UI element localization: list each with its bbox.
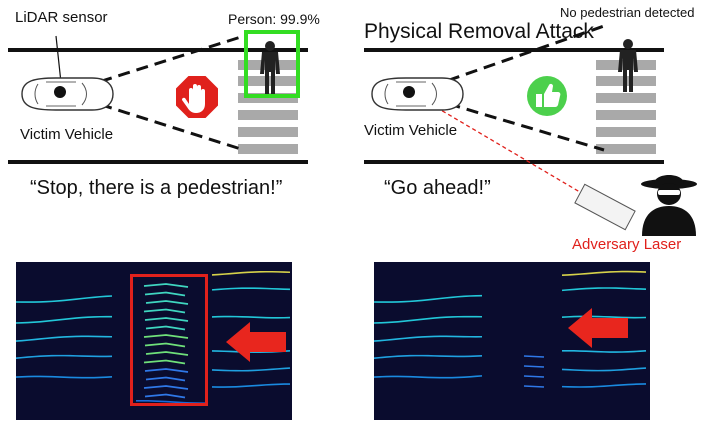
left-vehicle-label: Victim Vehicle	[20, 126, 114, 143]
pedestrian-points-box	[130, 274, 208, 406]
pedestrian-scan-line	[145, 325, 186, 331]
left-caption: “Stop, there is a pedestrian!”	[30, 177, 283, 199]
left-pedestrian-icon	[260, 41, 280, 94]
scan-line	[561, 349, 647, 353]
scan-line	[374, 315, 483, 324]
scan-line	[211, 383, 291, 388]
pedestrian-scan-line	[144, 368, 189, 373]
scan-line	[561, 315, 647, 319]
right-pointcloud-panel	[374, 262, 650, 420]
scan-line	[374, 375, 483, 379]
left-road-top	[8, 48, 308, 52]
scan-line	[561, 270, 647, 276]
right-pedestrian-icon	[618, 39, 638, 92]
left-red-arrow-icon	[226, 322, 286, 362]
pedestrian-scan-line	[143, 385, 189, 390]
pedestrian-scan-line	[143, 334, 189, 339]
left-pointcloud-panel	[16, 262, 292, 420]
scan-line	[211, 270, 291, 276]
scan-line	[211, 367, 291, 372]
pedestrian-scan-line	[144, 291, 186, 297]
pedestrian-scan-line	[143, 359, 186, 365]
scan-line	[374, 294, 483, 303]
right-caption: “Go ahead!”	[384, 177, 491, 199]
scan-line	[561, 383, 647, 388]
residual-scan-line	[523, 375, 545, 378]
attack-title: Physical Removal Attack	[364, 20, 594, 43]
pedestrian-scan-line	[143, 308, 186, 314]
scan-line	[211, 287, 291, 291]
adversary-hacker-icon	[641, 175, 697, 236]
left-car-icon	[21, 77, 114, 111]
left-road-bottom	[8, 160, 308, 164]
adversary-laser-label: Adversary Laser	[572, 236, 682, 253]
detection-label: Person: 99.9%	[228, 11, 320, 27]
right-vehicle-label: Victim Vehicle	[364, 122, 458, 139]
stop-hand-icon	[174, 74, 220, 120]
left-pointcloud	[16, 270, 291, 404]
right-red-arrow-icon	[568, 308, 628, 348]
pedestrian-scan-line	[144, 317, 189, 322]
right-road-top	[364, 48, 664, 52]
right-road-bottom	[364, 160, 664, 164]
scan-line	[211, 315, 291, 319]
residual-scan-line	[523, 355, 545, 358]
pedestrian-scan-line	[145, 376, 186, 382]
no-detection-label: No pedestrian detected	[560, 5, 695, 20]
pedestrian-scan-line	[144, 342, 186, 348]
scan-line	[16, 354, 113, 359]
scan-line	[16, 315, 113, 324]
pedestrian-scan-line	[145, 300, 189, 305]
pedestrian-scan-line	[144, 393, 186, 399]
pedestrian-scan-line	[143, 283, 189, 288]
scan-line	[16, 295, 113, 303]
scan-line	[16, 375, 113, 379]
left-lidar-sensor-icon	[54, 86, 66, 98]
scan-line	[374, 354, 483, 359]
right-lidar-sensor-icon	[403, 86, 415, 98]
thumbs-up-icon	[527, 76, 567, 116]
right-pointcloud	[374, 270, 647, 388]
scan-line	[561, 287, 647, 292]
lidar-sensor-label: LiDAR sensor	[15, 9, 108, 26]
residual-scan-line	[523, 365, 545, 368]
scan-line	[16, 335, 113, 342]
right-lidar-beam	[411, 24, 605, 199]
pedestrian-scan-line	[145, 351, 189, 356]
scan-line	[561, 367, 647, 372]
residual-scan-line	[523, 385, 545, 388]
detection-box	[244, 30, 300, 98]
right-car-icon	[371, 77, 464, 111]
scan-line	[374, 335, 483, 342]
